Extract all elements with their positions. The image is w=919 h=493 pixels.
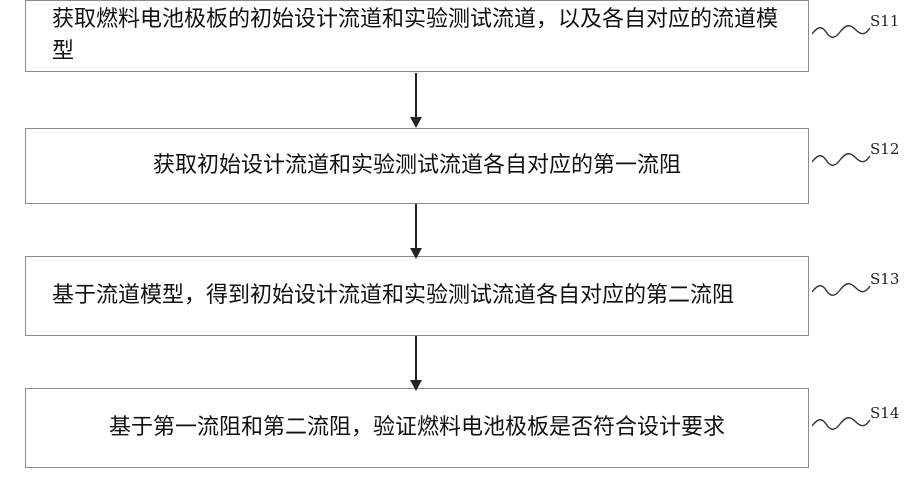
step-text-s13: 基于流道模型，得到初始设计流道和实验测试流道各自对应的第二流阻 <box>40 280 794 312</box>
flow-arrow-s12-s13 <box>408 204 424 260</box>
step-box-s11: 获取燃料电池极板的初始设计流道和实验测试流道，以及各自对应的流道模型 <box>25 0 809 72</box>
step-text-s14: 基于第一流阻和第二流阻，验证燃料电池极板是否符合设计要求 <box>97 412 737 444</box>
leader-line-s14 <box>812 414 872 434</box>
step-label-s12: S12 <box>870 140 899 158</box>
flow-arrow-s11-s12 <box>408 73 424 129</box>
step-box-s13: 基于流道模型，得到初始设计流道和实验测试流道各自对应的第二流阻 <box>25 256 809 336</box>
step-label-s13: S13 <box>870 270 899 288</box>
step-box-s14: 基于第一流阻和第二流阻，验证燃料电池极板是否符合设计要求 <box>25 388 809 468</box>
flow-arrow-s13-s14 <box>408 336 424 392</box>
leader-line-s11 <box>812 22 872 42</box>
step-label-s14: S14 <box>870 404 899 422</box>
leader-line-s12 <box>812 150 872 170</box>
step-text-s12: 获取初始设计流道和实验测试流道各自对应的第一流阻 <box>141 150 693 182</box>
leader-line-s13 <box>812 280 872 300</box>
step-label-s11: S11 <box>870 12 899 30</box>
step-text-s11: 获取燃料电池极板的初始设计流道和实验测试流道，以及各自对应的流道模型 <box>40 4 794 68</box>
step-box-s12: 获取初始设计流道和实验测试流道各自对应的第一流阻 <box>25 128 809 204</box>
